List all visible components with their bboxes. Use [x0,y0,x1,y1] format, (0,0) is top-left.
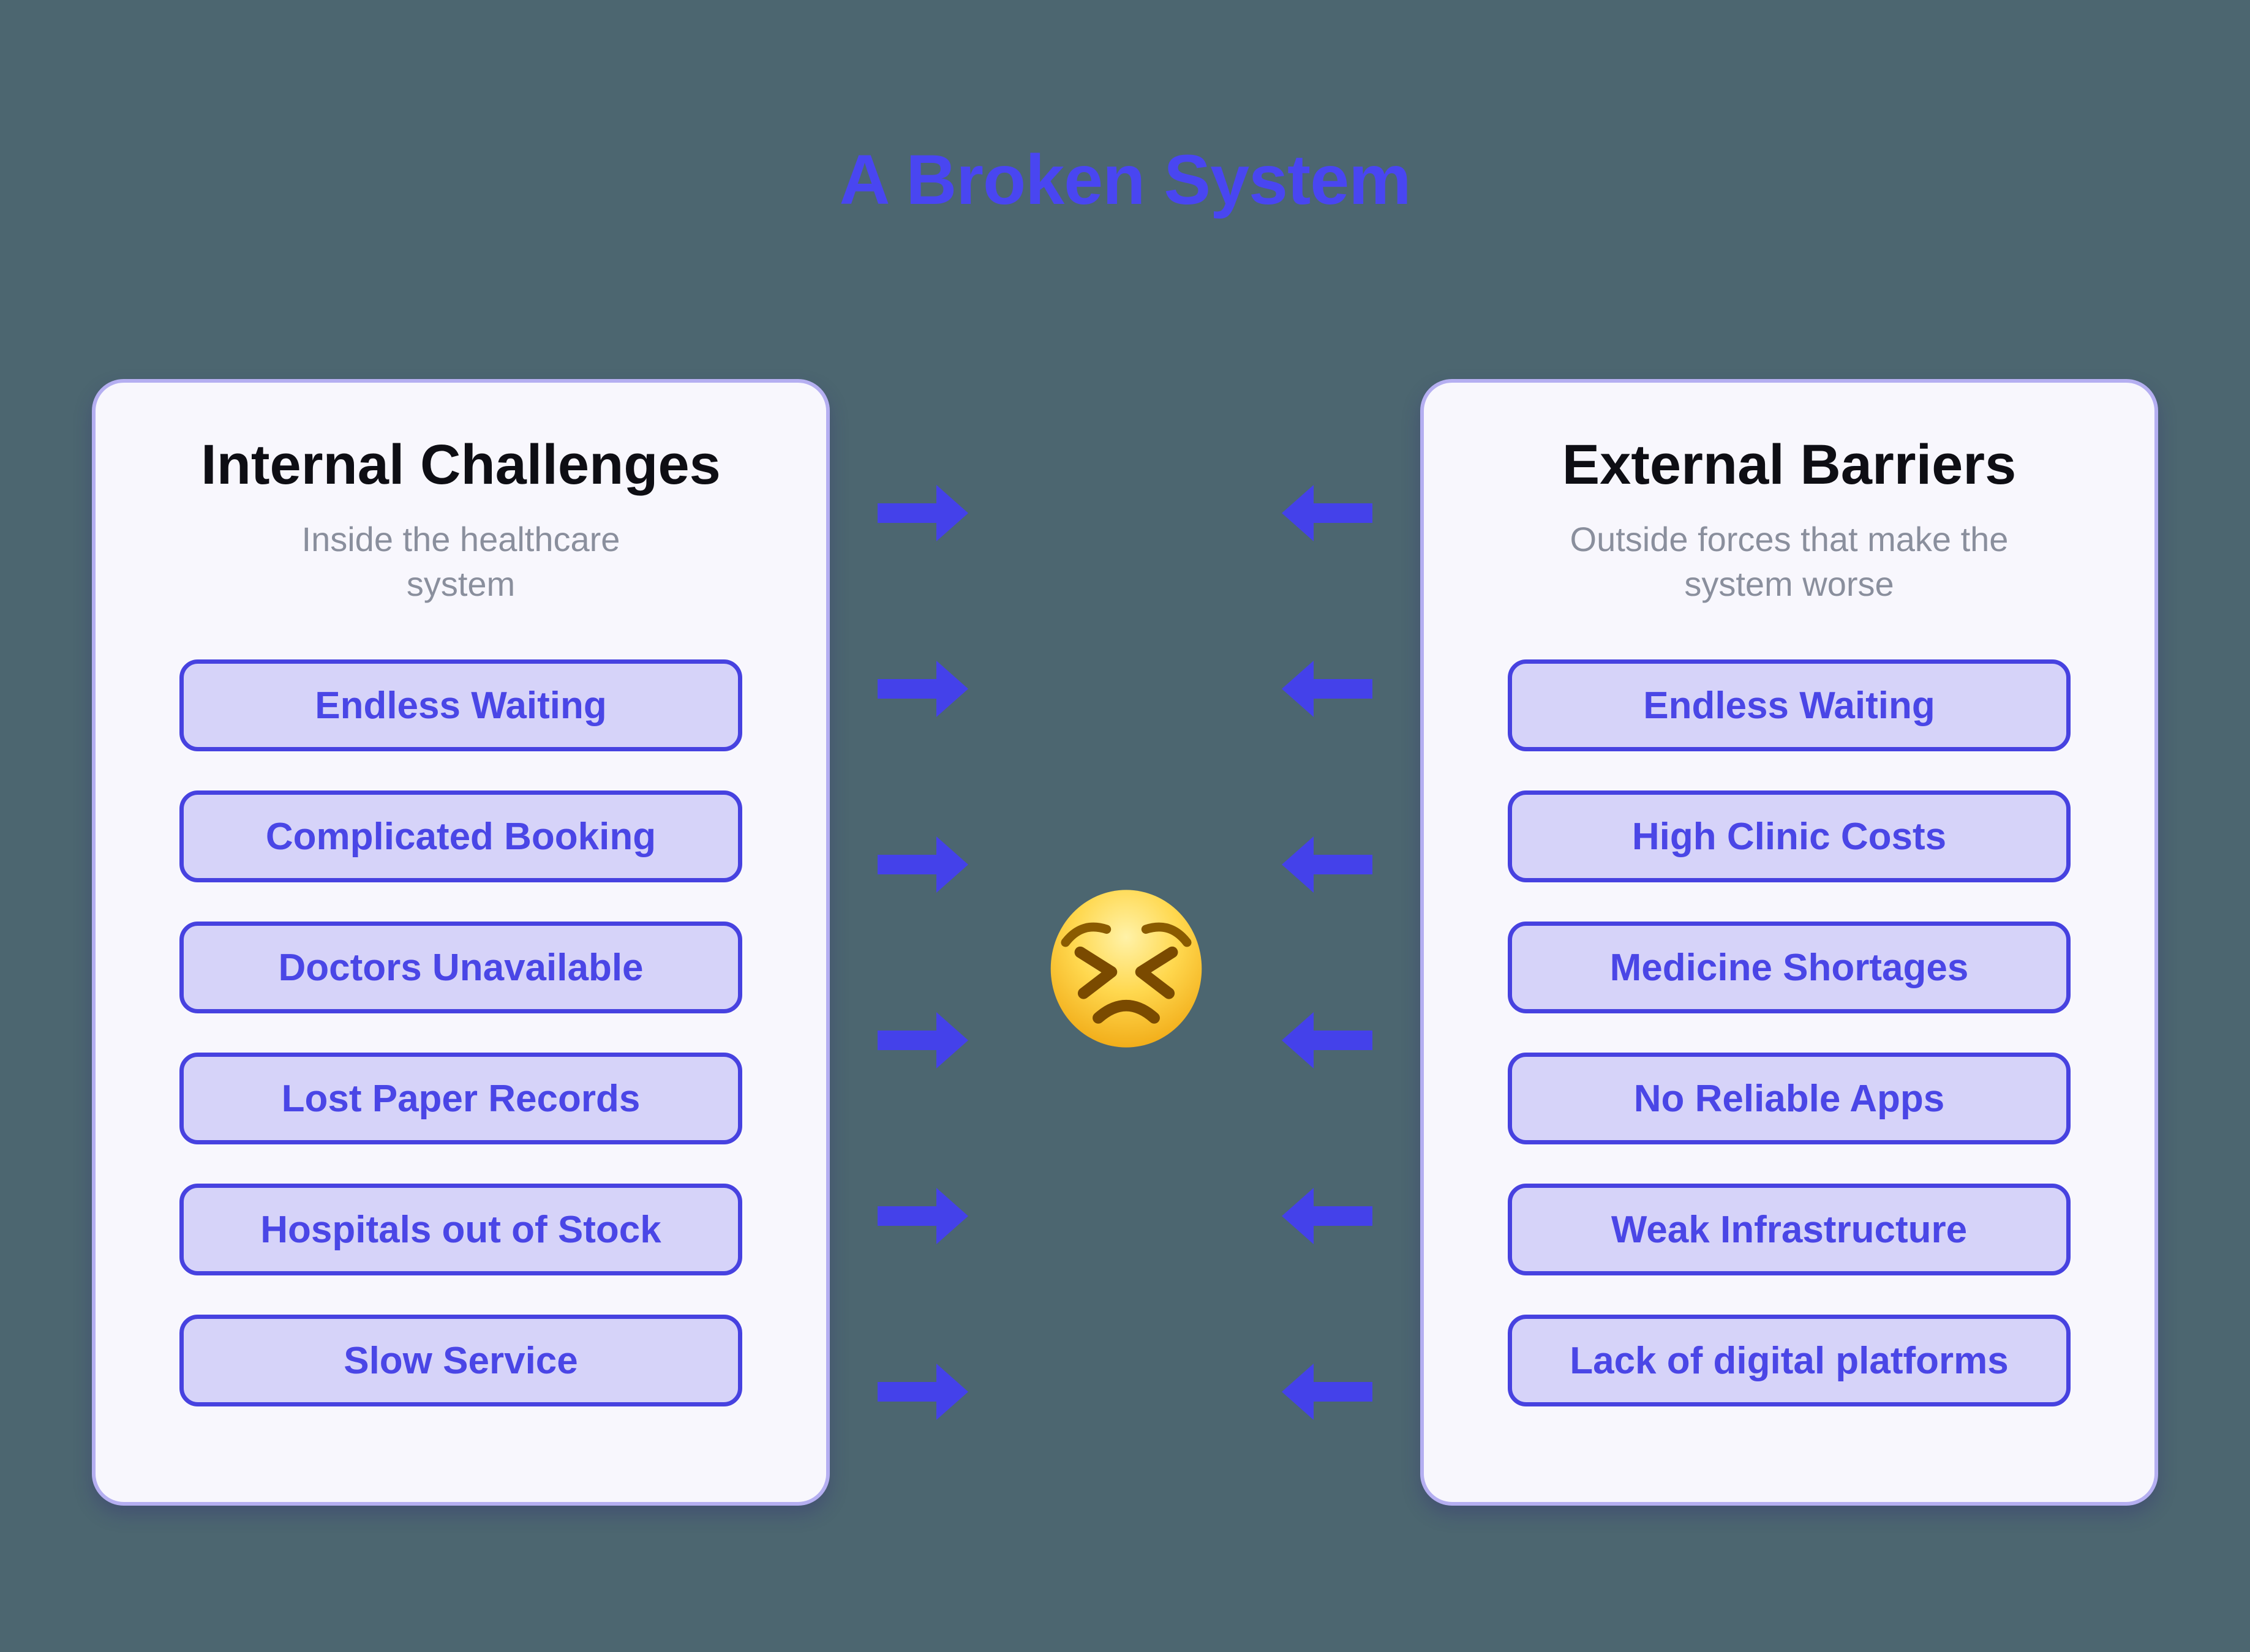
page-title: A Broken System [839,141,1411,219]
challenge-item: Complicated Booking [179,790,742,882]
challenge-item: Lost Paper Records [179,1053,742,1144]
challenge-item: Doctors Unavailable [179,922,742,1013]
right-arrow-icon [878,484,968,543]
internal-challenges-panel: Internal Challenges Inside the healthcar… [92,379,830,1506]
left-arrow-icon [1282,484,1372,543]
right-arrow-icon [878,1187,968,1245]
left-arrow-icon [1282,835,1372,894]
arrows-right-column [1282,484,1372,1421]
right-arrow-icon [878,659,968,718]
challenge-item: No Reliable Apps [1508,1053,2071,1144]
external-barriers-panel: External Barriers Outside forces that ma… [1420,379,2158,1506]
left-arrow-icon [1282,1362,1372,1421]
right-arrow-icon [878,1011,968,1070]
arrows-left-column [878,484,968,1421]
challenge-item: Hospitals out of Stock [179,1184,742,1275]
left-arrow-icon [1282,1011,1372,1070]
persevering-face-emoji [1044,884,1208,1054]
challenge-item: Medicine Shortages [1508,922,2071,1013]
external-panel-subtitle: Outside forces that make the system wors… [1570,520,2009,603]
challenge-item: High Clinic Costs [1508,790,2071,882]
internal-panel-title: Internal Challenges [201,434,721,496]
external-panel-title: External Barriers [1562,434,2017,496]
right-arrow-icon [878,835,968,894]
challenge-item: Endless Waiting [1508,659,2071,751]
left-arrow-icon [1282,1187,1372,1245]
internal-panel-subtitle: Inside the healthcare system [301,520,620,603]
left-arrow-icon [1282,659,1372,718]
challenge-item: Weak Infrastructure [1508,1184,2071,1275]
challenge-item: Endless Waiting [179,659,742,751]
right-arrow-icon [878,1362,968,1421]
challenge-item: Lack of digital platforms [1508,1315,2071,1406]
challenge-item: Slow Service [179,1315,742,1406]
